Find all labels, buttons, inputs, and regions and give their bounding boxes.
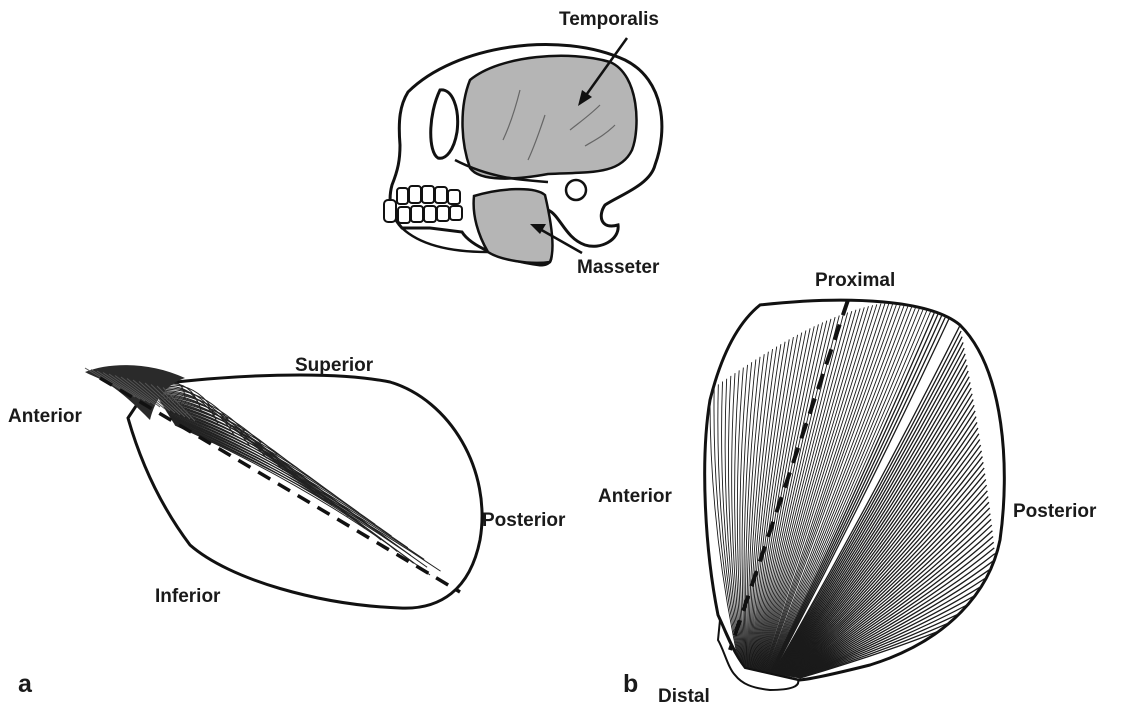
eye-orbit [431, 90, 458, 158]
panel-b-distal-label: Distal [658, 687, 710, 706]
ear-opening [566, 180, 586, 200]
panel-b-letter: b [623, 672, 638, 697]
panel-a-inferior-label: Inferior [155, 587, 220, 606]
panel-b-posterior-label: Posterior [1013, 502, 1096, 521]
panel-b-muscle [705, 300, 1005, 690]
panel-a-anterior-label: Anterior [8, 407, 82, 426]
panel-a-posterior-label: Posterior [482, 511, 565, 530]
temporalis-muscle [463, 56, 637, 179]
panel-b-proximal-label: Proximal [815, 271, 895, 290]
panel-b-anterior-label: Anterior [598, 487, 672, 506]
masseter-label: Masseter [577, 258, 659, 277]
panel-a-letter: a [18, 672, 32, 697]
temporalis-label: Temporalis [559, 10, 659, 29]
panel-a-muscle [85, 365, 482, 608]
skull-illustration [384, 38, 662, 265]
panel-a-superior-label: Superior [295, 356, 373, 375]
